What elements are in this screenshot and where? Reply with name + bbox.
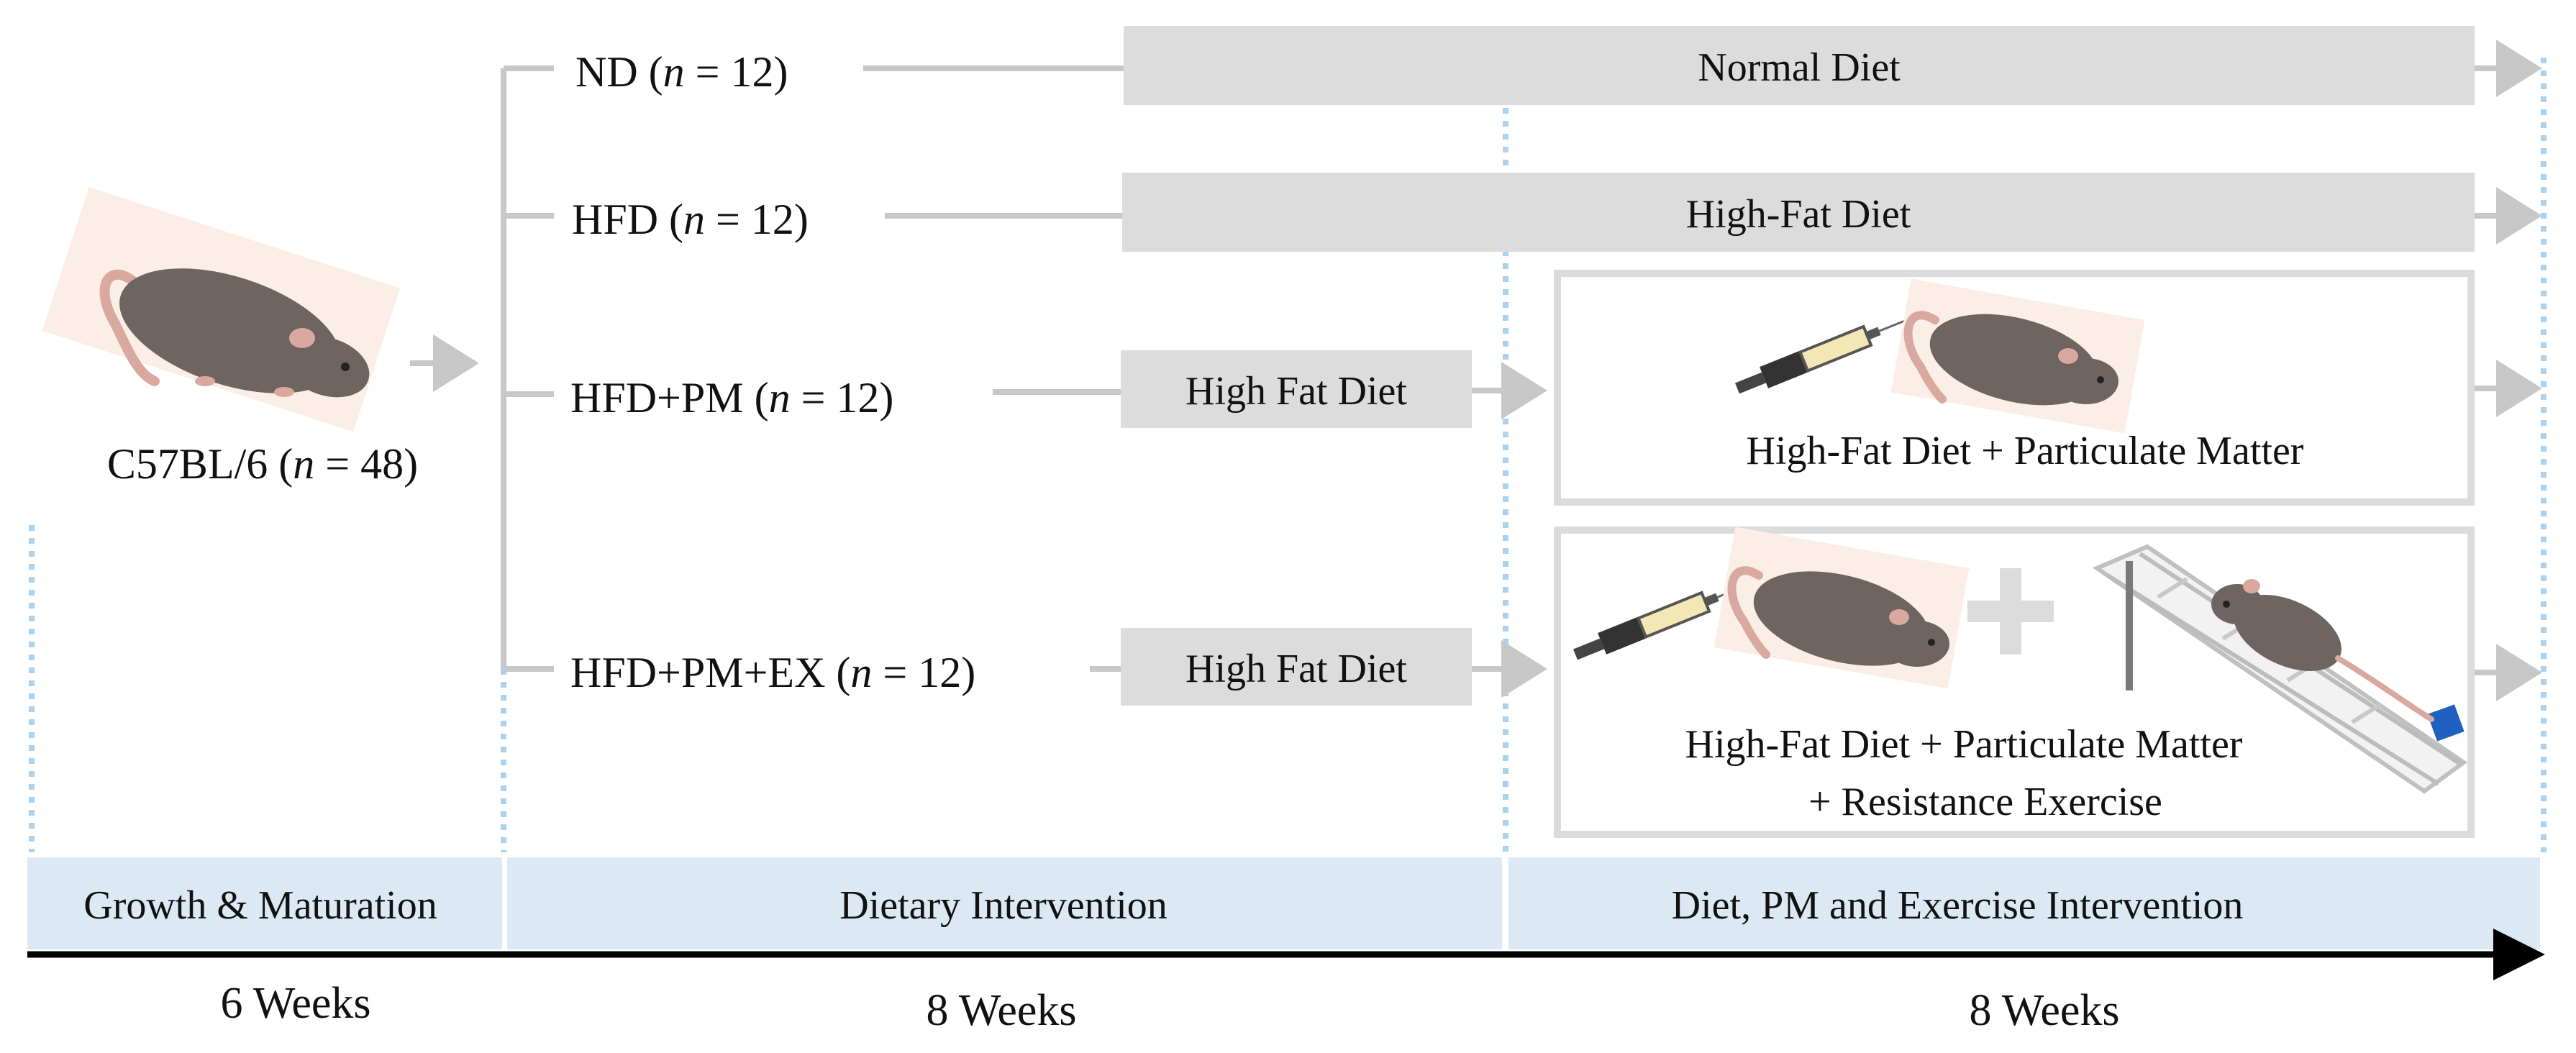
hfd-pm-ex-phase1-label: High Fat Diet (1185, 647, 1407, 691)
group-hfd-label: HFD (n = 12) (572, 196, 809, 243)
high-fat-diet-box (1122, 173, 2475, 252)
phase-bands: Growth & Maturation Dietary Intervention… (27, 857, 2540, 949)
duration-diet-pm-ex: 8 Weeks (1969, 986, 2119, 1035)
syringe-icon (1573, 580, 1756, 660)
mouse-icon (1890, 278, 2145, 434)
hfd-pm-ex-phase2-label-line2: + Resistance Exercise (1808, 780, 2162, 824)
normal-diet-box (1124, 26, 2475, 105)
phase-band-dietary (507, 857, 1502, 949)
hfd-pm-ex-phase1-box (1121, 628, 1472, 706)
ladder-icon (2092, 544, 2468, 794)
hfd-pm-phase1-label: High Fat Diet (1185, 369, 1407, 414)
start-n-value: = 48) (314, 440, 418, 488)
group-hfd-pm-label: HFD+PM (n = 12) (570, 374, 893, 421)
duration-dietary: 8 Weeks (926, 986, 1076, 1035)
duration-growth: 6 Weeks (220, 979, 370, 1028)
group-nd-label: ND (n = 12) (575, 48, 788, 96)
plus-icon (1967, 568, 2054, 655)
hfd-pm-phase2-label: High-Fat Diet + Particulate Matter (1747, 429, 2304, 473)
start-n-prefix: ( (278, 440, 293, 488)
start-strain: C57BL/6 (107, 440, 268, 488)
start-n-symbol: n (293, 440, 314, 488)
phase-label-diet-pm-ex: Diet, PM and Exercise Intervention (1672, 883, 2244, 928)
group-hfd-pm-ex-label: HFD+PM+EX (n = 12) (570, 649, 975, 696)
phase-band-growth (27, 857, 502, 949)
syringe-icon (1735, 314, 1918, 394)
mouse-icon (1713, 526, 1970, 689)
start-group-label: C57BL/6 (n = 48) (107, 440, 418, 488)
phase-label-dietary: Dietary Intervention (839, 883, 1168, 928)
phase-label-growth: Growth & Maturation (83, 883, 437, 928)
hfd-pm-phase1-box (1121, 350, 1472, 428)
high-fat-diet-label: High-Fat Diet (1686, 192, 1911, 237)
mouse-icon (42, 186, 401, 432)
normal-diet-label: Normal Diet (1698, 45, 1901, 90)
hfd-pm-ex-phase2-label-line1: High-Fat Diet + Particulate Matter (1685, 722, 2243, 767)
phase-band-diet-pm-ex (1508, 857, 2540, 949)
start-paren (268, 440, 278, 488)
phase-dividers (29, 58, 2547, 852)
